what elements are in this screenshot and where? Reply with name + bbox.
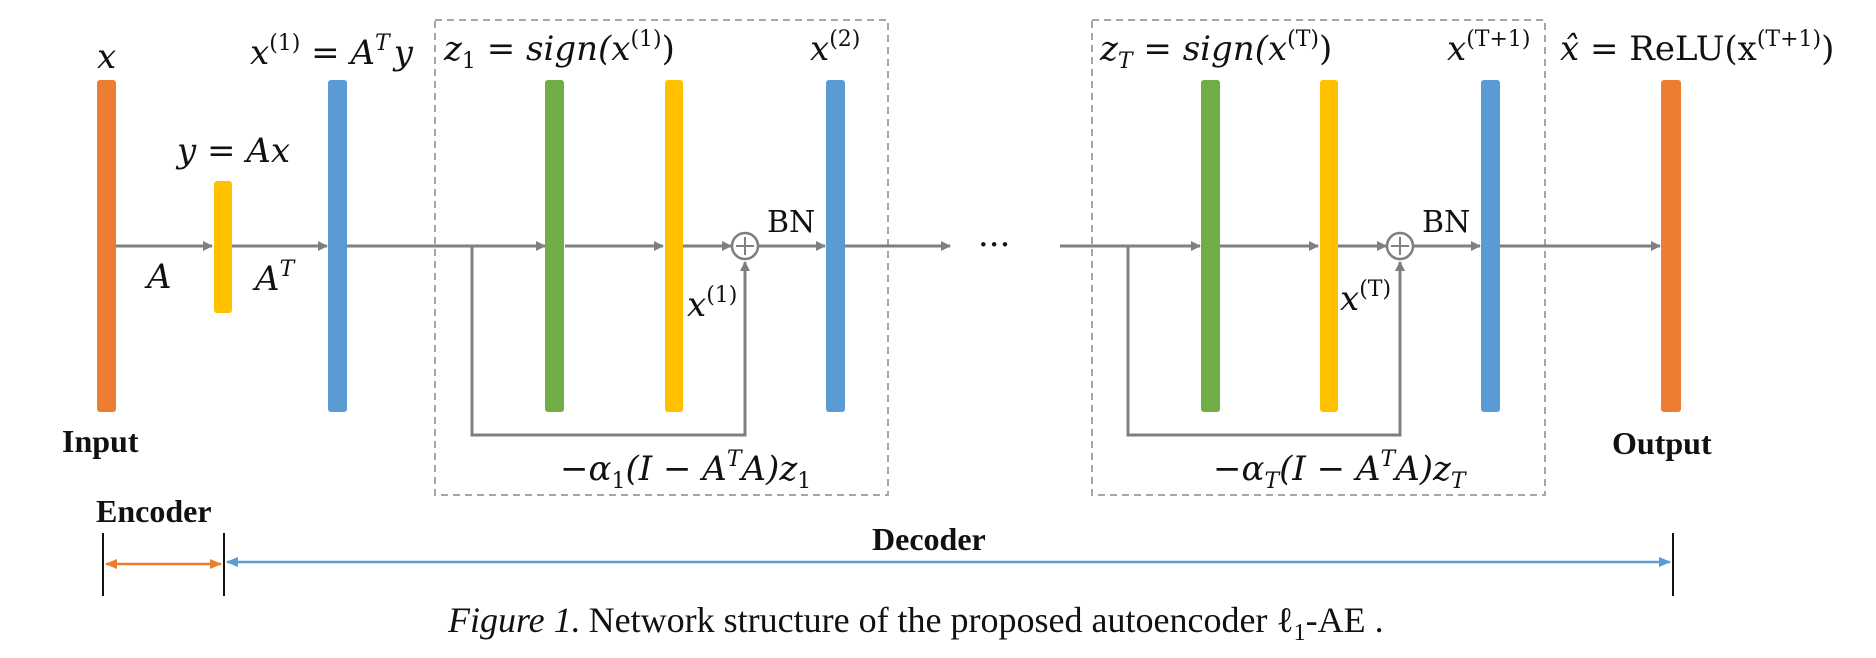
y-eq-label: y = Ax — [175, 131, 290, 171]
x1-layer — [328, 80, 347, 412]
skip-path-1 — [470, 246, 750, 437]
bn-label-T: BN — [1422, 205, 1470, 240]
x1-skip-label: x(1) — [687, 283, 737, 325]
sum-node-1 — [730, 231, 760, 261]
input-label: Input — [62, 423, 139, 459]
xT1-label: x(T+1) — [1447, 27, 1530, 69]
measurement-layer — [214, 181, 232, 313]
z1-eq-label: z1 = sign(x(1)) — [443, 27, 675, 74]
z1-layer — [545, 80, 564, 412]
AT-label: AT — [252, 257, 297, 299]
yellow-layer-1 — [665, 80, 683, 412]
x2-layer — [826, 80, 845, 412]
output-label: Output — [1612, 425, 1712, 461]
x-label: x — [97, 37, 116, 77]
zT-eq-label: zT = sign(x(T)) — [1099, 27, 1332, 74]
sum-node-T — [1385, 231, 1415, 261]
xhat-eq-label: x̂ = ReLU(x(T+1)) — [1560, 27, 1834, 69]
bn-label-1: BN — [767, 205, 815, 240]
unfold-block-1 — [434, 19, 889, 496]
zT-layer — [1201, 80, 1220, 412]
A-label: A — [144, 257, 172, 297]
output-layer — [1661, 80, 1681, 412]
unfold-block-T — [1091, 19, 1546, 496]
skip-path-T — [1126, 246, 1405, 437]
encoder-label: Encoder — [96, 493, 212, 529]
x2-label: x(2) — [810, 27, 860, 69]
figure-caption: Figure 1.Network structure of the propos… — [447, 600, 1384, 646]
skip-eq-1: −α1(I − ATA)z1 — [560, 447, 811, 494]
yellow-layer-T — [1320, 80, 1338, 412]
xT-skip-label: x(T) — [1340, 277, 1391, 319]
skip-eq-T: −αT(I − ATA)zT — [1213, 447, 1468, 494]
input-layer — [97, 80, 116, 412]
ellipsis: ··· — [978, 225, 1010, 265]
decoder-label: Decoder — [872, 521, 986, 557]
xT1-layer — [1481, 80, 1500, 412]
